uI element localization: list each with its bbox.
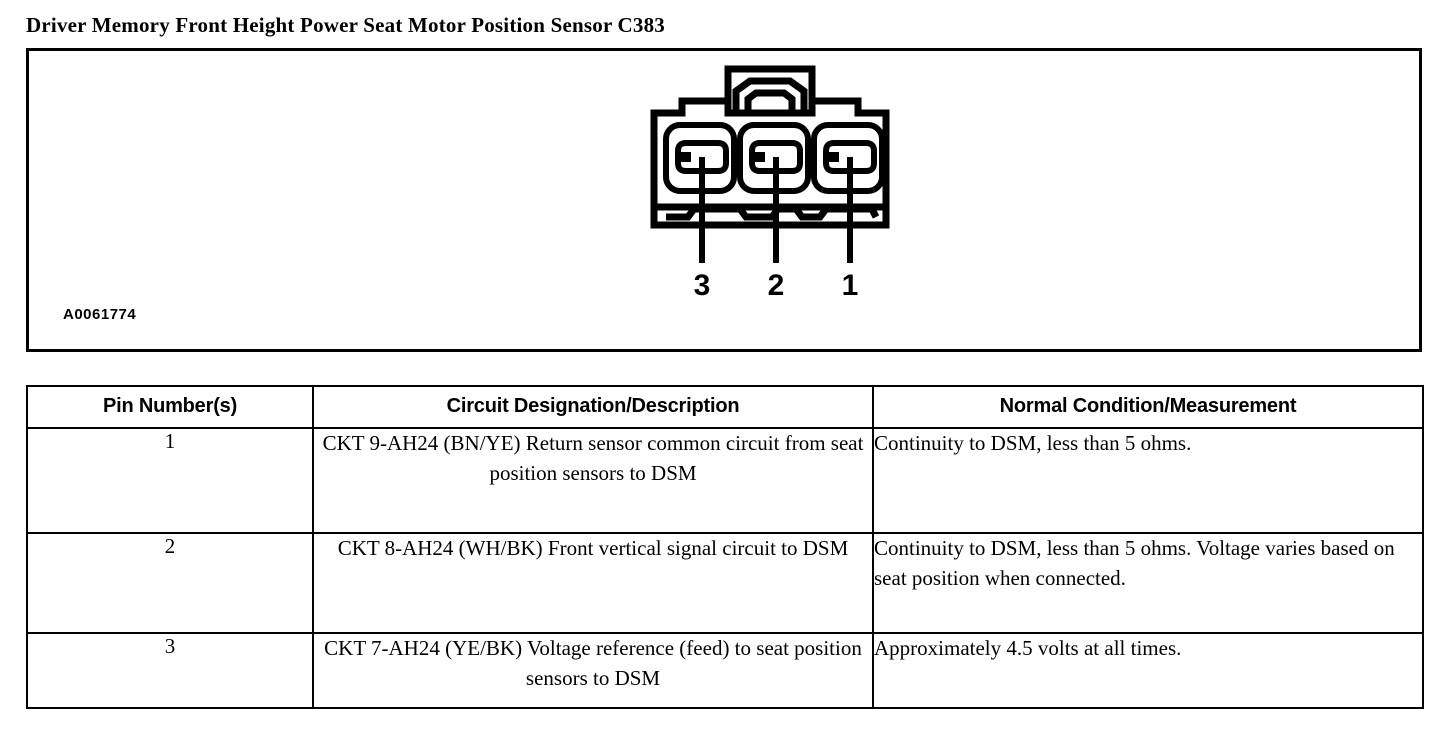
column-header-pin-number: Pin Number(s) xyxy=(26,385,314,429)
table-row: 3 CKT 7-AH24 (YE/BK) Voltage reference (… xyxy=(26,632,1424,709)
connector-diagram: 3 2 1 xyxy=(650,65,890,302)
terminal-slot-2 xyxy=(749,140,803,174)
table-header-row: Pin Number(s) Circuit Designation/Descri… xyxy=(26,385,1424,429)
column-header-normal-condition: Normal Condition/Measurement xyxy=(872,385,1424,429)
connector-top-tab-inner xyxy=(732,77,808,113)
cell-normal-condition: Continuity to DSM, less than 5 ohms. Vol… xyxy=(872,532,1424,634)
cell-pin-number: 3 xyxy=(26,632,314,709)
connector-body-skirt xyxy=(650,207,890,229)
cell-pin-number: 2 xyxy=(26,532,314,634)
cell-normal-condition: Approximately 4.5 volts at all times. xyxy=(872,632,1424,709)
terminal-slot-1 xyxy=(823,140,877,174)
pin-callout-2: 2 xyxy=(768,269,785,302)
figure-id-label: A0061774 xyxy=(63,306,137,323)
cell-pin-number: 1 xyxy=(26,427,314,534)
table-row: 1 CKT 9-AH24 (BN/YE) Return sensor commo… xyxy=(26,427,1424,534)
cell-circuit-description: CKT 8-AH24 (WH/BK) Front vertical signal… xyxy=(312,532,874,634)
connector-tab-pad xyxy=(744,89,796,113)
cell-circuit-description: CKT 7-AH24 (YE/BK) Voltage reference (fe… xyxy=(312,632,874,709)
cell-circuit-description: CKT 9-AH24 (BN/YE) Return sensor common … xyxy=(312,427,874,534)
connector-figure-panel: 3 2 1 A0061774 xyxy=(26,48,1422,352)
table-row: 2 CKT 8-AH24 (WH/BK) Front vertical sign… xyxy=(26,532,1424,634)
terminal-slot-3 xyxy=(675,140,729,174)
pin-assignment-table: Pin Number(s) Circuit Designation/Descri… xyxy=(26,385,1424,709)
pin-callout-1: 1 xyxy=(842,269,859,302)
column-header-circuit-designation: Circuit Designation/Description xyxy=(312,385,874,429)
pin-callout-3: 3 xyxy=(694,269,711,302)
cell-normal-condition: Continuity to DSM, less than 5 ohms. xyxy=(872,427,1424,534)
page-title: Driver Memory Front Height Power Seat Mo… xyxy=(26,13,665,37)
